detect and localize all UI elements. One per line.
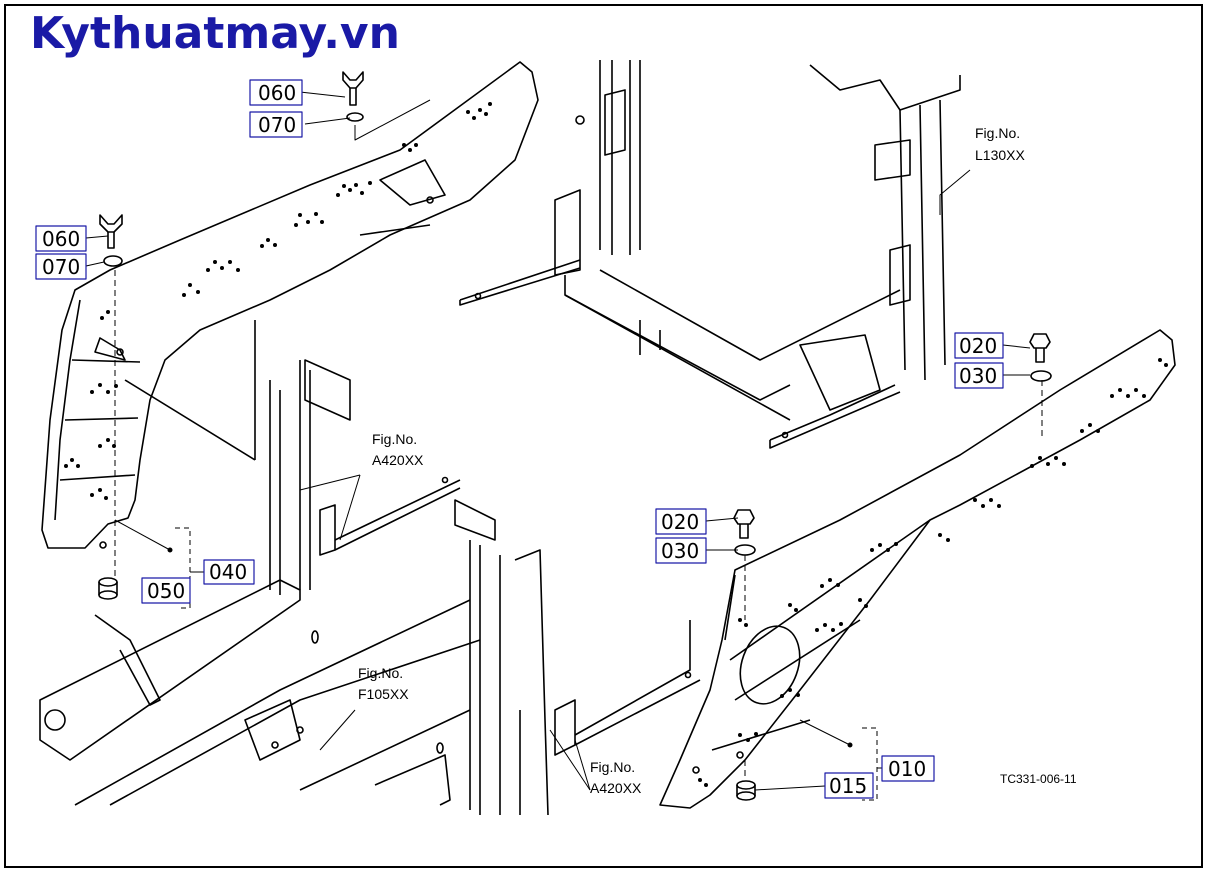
label-020-mid: 020 <box>661 510 699 534</box>
fig-ref-l130-line1: Fig.No. <box>975 125 1020 141</box>
label-050: 050 <box>147 579 185 603</box>
rear-frame-structure <box>459 60 961 449</box>
watermark-logo: Kythuatmay.vn <box>30 8 400 59</box>
label-020-right: 020 <box>959 334 997 358</box>
label-070-left: 070 <box>42 255 80 279</box>
label-030-right: 030 <box>959 364 997 388</box>
fig-ref-a420-upper-line1: Fig.No. <box>372 431 417 447</box>
center-posts <box>269 359 701 816</box>
label-060-left: 060 <box>42 227 80 251</box>
label-030-mid: 030 <box>661 539 699 563</box>
label-boxes <box>35 79 1004 799</box>
lower-chassis <box>39 579 481 806</box>
label-060-top: 060 <box>258 81 296 105</box>
fig-ref-a420-lower-line1: Fig.No. <box>590 759 635 775</box>
label-040: 040 <box>209 560 247 584</box>
label-015: 015 <box>829 774 867 798</box>
diagram-code: TC331-006-11 <box>1000 772 1077 786</box>
hardware-parts <box>98 71 1052 801</box>
fig-ref-l130-line2: L130XX <box>975 147 1025 163</box>
left-fender-perforations <box>64 102 492 500</box>
leader-lines <box>85 91 1043 801</box>
fig-ref-f105-line2: F105XX <box>358 686 409 702</box>
right-fender-panel <box>659 329 1176 809</box>
fig-ref-a420-lower-line2: A420XX <box>590 780 642 796</box>
left-fender-panel <box>41 61 539 549</box>
label-010: 010 <box>888 757 926 781</box>
right-fender-perforations <box>698 358 1168 787</box>
fig-ref-a420-upper-line2: A420XX <box>372 452 424 468</box>
label-070-top: 070 <box>258 113 296 137</box>
diagram-frame <box>4 4 1203 868</box>
fig-ref-f105-line1: Fig.No. <box>358 665 403 681</box>
